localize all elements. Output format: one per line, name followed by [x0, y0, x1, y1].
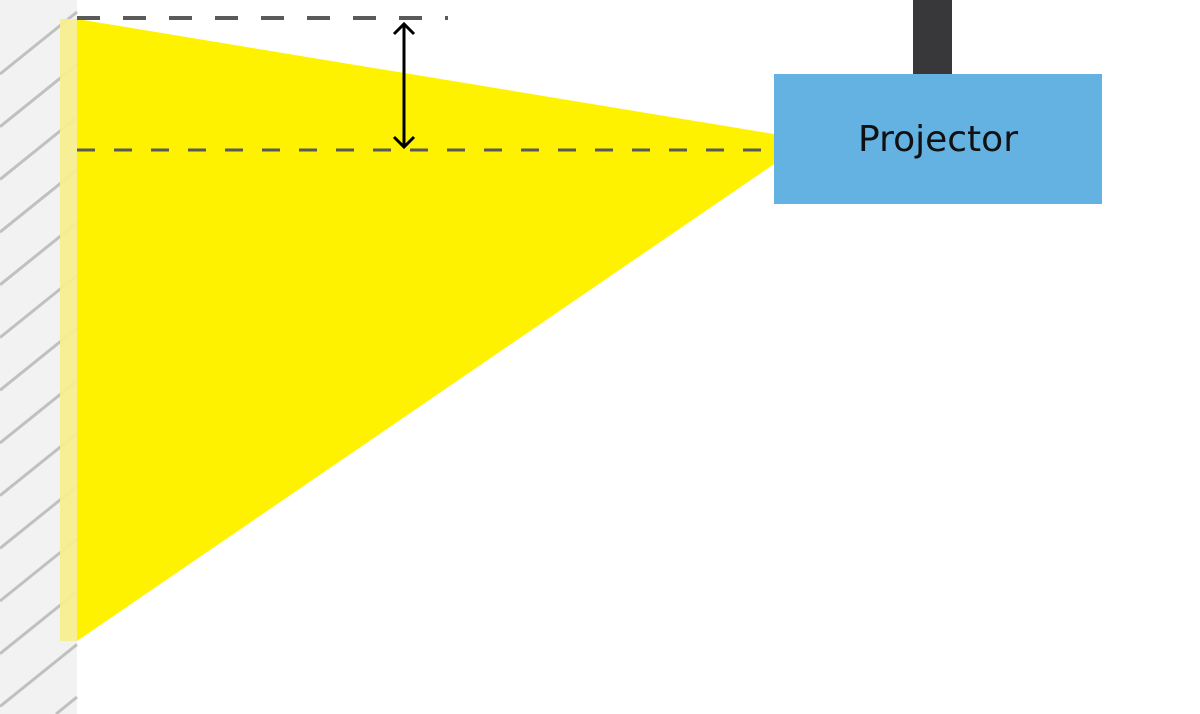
ceiling-mount [913, 0, 952, 74]
projection-screen [60, 19, 77, 641]
hatch-line [0, 643, 78, 708]
light-beam [77, 19, 780, 641]
projector-label: Projector [858, 118, 1018, 160]
hatch-line [55, 695, 78, 714]
projector-box [774, 74, 1102, 204]
offset-double-arrow-icon [392, 21, 416, 150]
